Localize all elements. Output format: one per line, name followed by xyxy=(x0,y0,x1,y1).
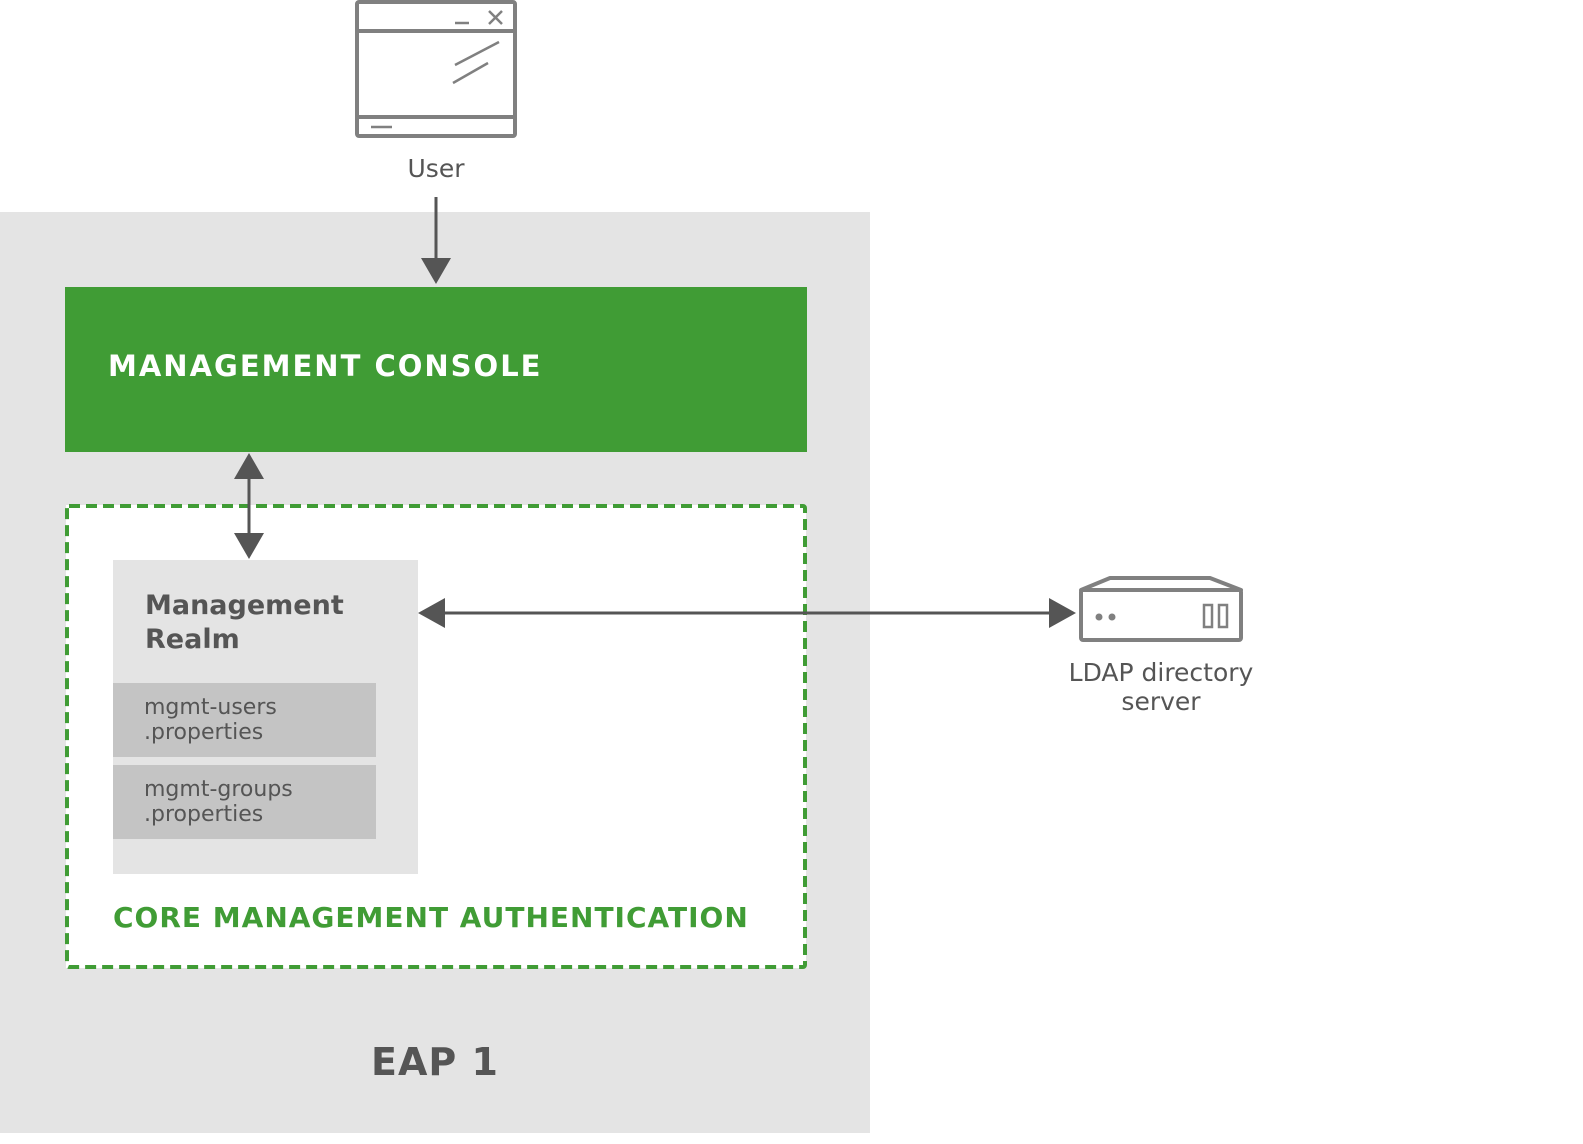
dashed-border xyxy=(65,504,807,969)
core-management-authentication-label: CORE MANAGEMENT AUTHENTICATION xyxy=(113,901,749,934)
management-realm-title: Management Realm xyxy=(145,590,344,655)
arrow-console-realm xyxy=(234,453,264,559)
file-label: mgmt-groups .properties xyxy=(144,777,293,827)
arrow-user-to-console xyxy=(421,197,451,284)
ldap-directory-server-label: LDAP directory server xyxy=(1040,658,1282,716)
application-window-icon xyxy=(355,0,517,138)
file-label: mgmt-users .properties xyxy=(144,695,277,745)
eap-label: EAP 1 xyxy=(371,1040,499,1084)
management-console-label: MANAGEMENT CONSOLE xyxy=(108,349,543,383)
server-icon xyxy=(1079,576,1243,642)
user-label: User xyxy=(407,154,465,183)
mgmt-users-properties-file: mgmt-users .properties xyxy=(113,683,376,757)
arrow-realm-ldap xyxy=(418,598,1076,628)
ldap-label-text: LDAP directory server xyxy=(1068,658,1254,716)
management-console-box xyxy=(65,287,807,452)
mgmt-groups-properties-file: mgmt-groups .properties xyxy=(113,765,376,839)
